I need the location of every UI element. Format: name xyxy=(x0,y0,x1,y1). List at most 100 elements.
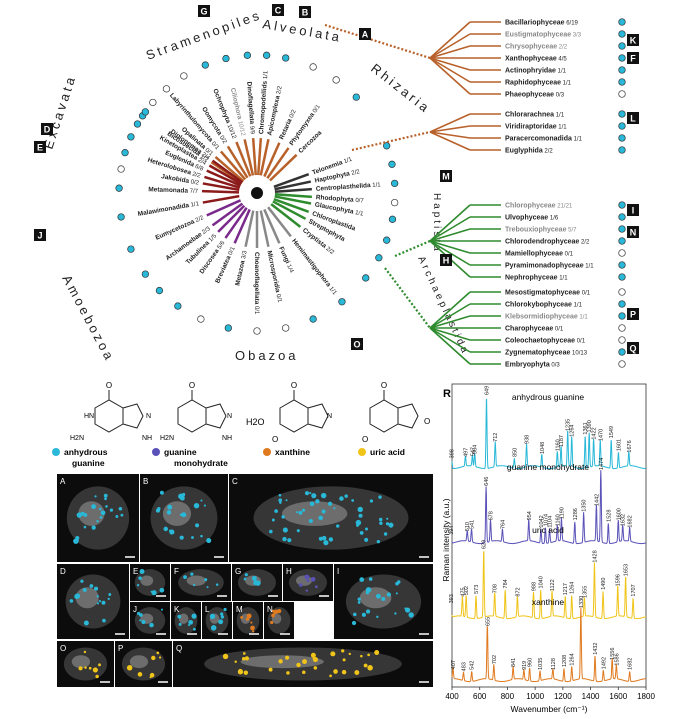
crystal-spot xyxy=(238,668,242,672)
micro-panel-letter: I xyxy=(337,567,339,576)
crystal-spot xyxy=(74,593,81,599)
cell-body xyxy=(150,486,218,550)
crystal-spot xyxy=(163,526,169,532)
crystal-spot xyxy=(309,491,312,495)
raman-peak-label: 708 xyxy=(493,584,499,593)
raman-peak-label: 1128 xyxy=(551,658,557,670)
occurrence-dot xyxy=(127,245,135,253)
crystal-spot xyxy=(181,512,187,518)
crystal-spot xyxy=(84,666,87,669)
crystal-spot xyxy=(328,537,334,542)
panel-letter: L xyxy=(630,114,636,124)
crystal-spot xyxy=(75,539,79,542)
micro-panel-bg xyxy=(171,602,201,639)
raman-peak-label: 1042 xyxy=(539,515,545,527)
occurrence-dot xyxy=(618,336,626,344)
raman-peak-label: 1653 xyxy=(624,564,630,576)
crystal-spot xyxy=(88,666,92,670)
raman-peak-label: 1682 xyxy=(628,658,634,670)
subtree-label: Chlorodendrophyceae 2/2 xyxy=(505,239,590,246)
occurrence-dot xyxy=(618,249,626,257)
panel-letter-box xyxy=(440,254,452,266)
crystal-spot xyxy=(200,534,203,538)
occurrence-dot xyxy=(127,133,135,141)
subtree-label: Xanthophyceae 4/5 xyxy=(505,56,567,63)
crystal-spot xyxy=(220,612,224,616)
raman-peak-label: 573 xyxy=(474,585,480,594)
crystal-spot xyxy=(159,490,164,495)
branch-cercozoa xyxy=(269,153,298,182)
occurrence-dot xyxy=(141,108,150,116)
raman-x-axis-label: Wavenumber (cm⁻¹) xyxy=(511,704,588,714)
panel-letter-box xyxy=(272,4,284,16)
crystal-spot xyxy=(359,577,365,582)
subtree-label: Charophyceae 0/1 xyxy=(505,326,564,333)
crystal-spot xyxy=(138,576,142,580)
subtree-connector xyxy=(384,267,431,329)
crystal-spot xyxy=(149,672,155,678)
cell-organelle xyxy=(209,613,220,624)
raman-peak-label: 483 xyxy=(462,662,468,671)
crystal-spot xyxy=(374,650,380,655)
cell-organelle xyxy=(186,575,206,586)
raman-peak-label: 1264 xyxy=(570,582,576,594)
atom-o: O xyxy=(272,435,278,444)
crystal-spot xyxy=(109,508,114,512)
branch-oomycota xyxy=(226,145,249,179)
raman-peak-label: 541 xyxy=(470,520,476,529)
occurrence-dot xyxy=(618,122,626,130)
crystal-spot xyxy=(179,495,185,501)
crystal-spot xyxy=(218,619,224,625)
crystal-spot xyxy=(278,493,282,497)
raman-peak-label: 1601 xyxy=(616,439,622,451)
subtree-branch xyxy=(429,113,471,133)
occurrence-dot xyxy=(133,120,142,128)
branch-chloroplastida xyxy=(273,197,310,213)
crystal-spot xyxy=(308,518,313,524)
crystal-spot xyxy=(243,670,249,675)
occurrence-dot xyxy=(618,237,626,245)
micro-panel-letter: C xyxy=(232,477,238,486)
crystal-spot xyxy=(83,525,87,529)
crystal-spot xyxy=(310,652,316,658)
tree-branches xyxy=(115,51,399,335)
crystal-spot xyxy=(287,538,292,543)
subtree-label: Zygnematophyceae 10/13 xyxy=(505,350,588,357)
micro-panel-bg xyxy=(140,474,228,562)
five-ring xyxy=(397,403,419,429)
group-label: Dinoflagellata 9/9 xyxy=(246,81,257,135)
crystal-spot xyxy=(339,496,344,501)
panel-letter: P xyxy=(630,310,636,320)
subtree-label: Eustigmatophyceae 3/3 xyxy=(505,32,582,39)
subtree-label: Nephrophyceae 1/1 xyxy=(505,275,568,282)
x-tick-label: 1400 xyxy=(582,692,600,701)
crystal-spot xyxy=(158,656,162,659)
atom-o: O xyxy=(381,381,387,390)
raman-peak-label: 1122 xyxy=(550,579,556,591)
cell-organelle xyxy=(240,655,324,669)
crystal-spot xyxy=(270,620,274,625)
occurrence-dot xyxy=(388,215,397,223)
x-tick-label: 600 xyxy=(473,692,487,701)
raman-peak-label: 1264 xyxy=(570,425,576,437)
crystal-spot xyxy=(83,650,87,654)
crystal-spot xyxy=(282,536,287,542)
legend-label: monohydrate xyxy=(174,458,228,468)
crystal-spot xyxy=(358,513,363,518)
branch-ciliophora xyxy=(243,139,255,176)
crystal-spot xyxy=(203,504,206,507)
crystal-spot xyxy=(333,669,338,674)
raman-peak-label: 960 xyxy=(528,658,534,667)
panel-letter-box xyxy=(34,229,46,241)
micro-panel-letter: O xyxy=(60,644,66,653)
subtree-branch xyxy=(429,327,471,341)
crystal-spot xyxy=(187,624,191,627)
branch-metamonada xyxy=(201,189,240,194)
raman-peak-label: 1330 xyxy=(579,596,585,608)
raman-peak-label: 1600 xyxy=(616,508,622,520)
crystal-spot xyxy=(360,654,363,658)
panel-letter: K xyxy=(630,36,637,46)
occurrence-dot xyxy=(618,134,626,142)
crystal-spot xyxy=(367,665,373,671)
legend-swatch xyxy=(263,448,271,456)
